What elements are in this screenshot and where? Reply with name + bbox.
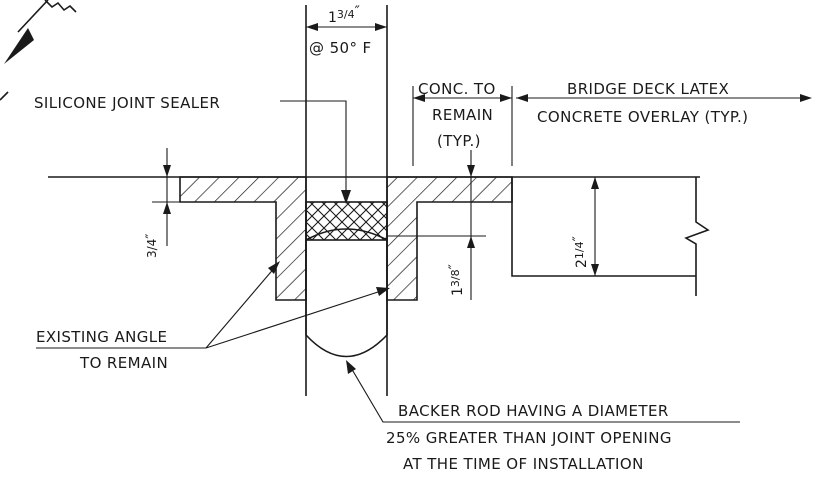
deck-depth-inch: ″ <box>571 236 587 241</box>
bridge-deck-line2: CONCRETE OVERLAY (TYP.) <box>537 108 748 126</box>
backer-rod-line3: AT THE TIME OF INSTALLATION <box>403 455 644 473</box>
deck-depth-whole: 2 <box>574 259 590 268</box>
overlay-depth-fraction: 3/4 <box>145 239 159 258</box>
joint-width-whole: 1 <box>328 10 337 26</box>
left-overlay-section <box>179 176 307 301</box>
overlay-depth-inch: ″ <box>144 233 160 238</box>
svg-text:3/4″: 3/4″ <box>144 233 160 258</box>
backer-rod-line2: 25% GREATER THAN JOINT OPENING <box>386 429 672 447</box>
overlay-depth-dimension: 3/4″ <box>144 148 180 258</box>
section-cut-marker <box>0 0 77 101</box>
joint-width-note: @ 50° F <box>309 39 372 57</box>
sealer-depth-dimension: 13/8″ <box>387 150 486 300</box>
backer-rod-line1: BACKER ROD HAVING A DIAMETER <box>398 402 669 420</box>
conc-remain-line3: (TYP.) <box>437 132 481 150</box>
break-line <box>684 177 710 296</box>
deck-depth-fraction: 1/4 <box>573 241 586 259</box>
conc-remain-line2: REMAIN <box>432 106 493 124</box>
sealer-depth-fraction: 3/8 <box>449 269 462 287</box>
svg-text:13/4″: 13/4″ <box>328 4 360 26</box>
existing-angle-line1: EXISTING ANGLE <box>36 328 167 346</box>
bridge-deck-line1: BRIDGE DECK LATEX <box>567 80 729 98</box>
existing-angle-note: EXISTING ANGLE TO REMAIN <box>36 261 390 372</box>
svg-text:21/4″: 21/4″ <box>571 236 590 268</box>
joint-width-inch: ″ <box>355 4 360 20</box>
svg-text:13/8″: 13/8″ <box>447 264 466 296</box>
conc-remain-note: CONC. TO REMAIN (TYP.) <box>412 80 513 166</box>
sealer-depth-inch: ″ <box>447 264 463 269</box>
silicone-sealer-leader <box>280 100 347 198</box>
joint-width-dimension: 13/4″ @ 50° F <box>306 4 387 57</box>
bridge-deck-note: BRIDGE DECK LATEX CONCRETE OVERLAY (TYP.… <box>516 80 812 126</box>
backer-rod-note: BACKER ROD HAVING A DIAMETER 25% GREATER… <box>346 360 740 473</box>
existing-deck-block <box>511 177 696 277</box>
silicone-sealer-label: SILICONE JOINT SEALER <box>34 94 220 112</box>
joint-width-fraction: 3/4 <box>337 8 355 21</box>
sealer-depth-whole: 1 <box>450 287 466 296</box>
existing-angle-line2: TO REMAIN <box>79 354 168 372</box>
conc-remain-line1: CONC. TO <box>418 80 496 98</box>
deck-depth-dimension: 21/4″ <box>512 177 604 277</box>
